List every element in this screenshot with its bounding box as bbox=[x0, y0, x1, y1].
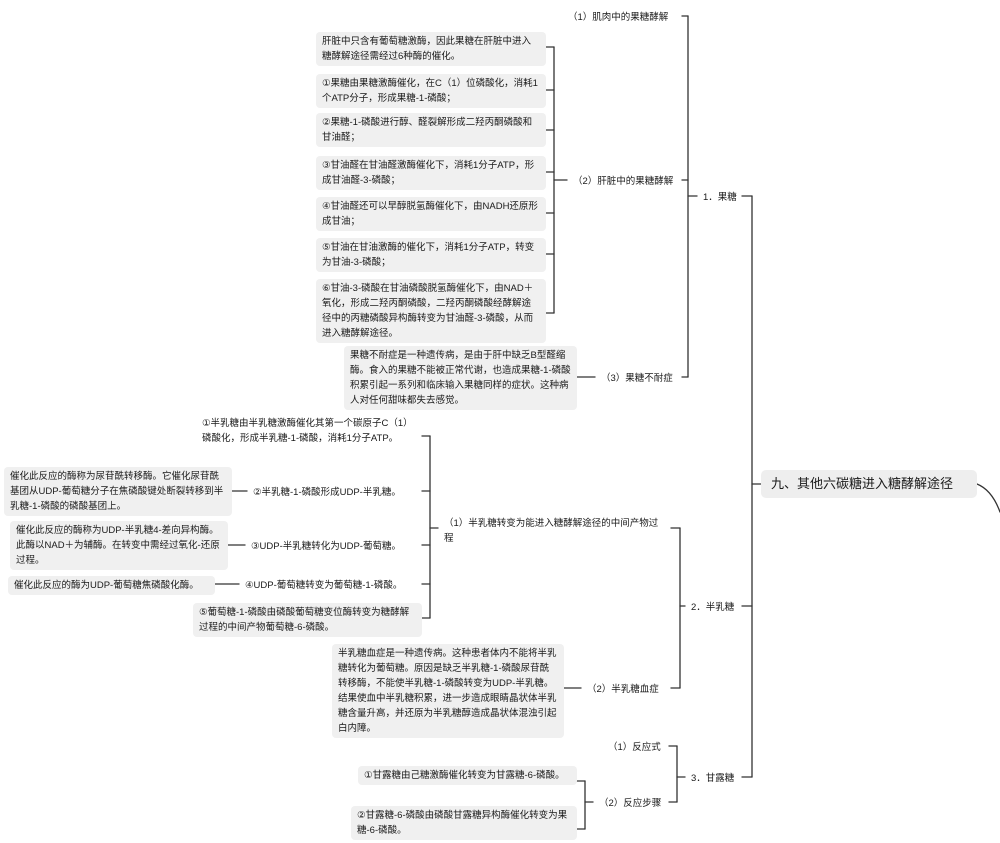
branch-galactose[interactable]: 2．半乳糖 bbox=[691, 602, 735, 613]
fructose-liver-glycolysis[interactable]: （2）肝脏中的果糖酵解 bbox=[573, 176, 674, 187]
liver-step-4[interactable]: ④甘油醛还可以早醇脱氢酶催化下，由NADH还原形成甘油； bbox=[316, 197, 546, 231]
root-topic[interactable]: 九、其他六碳糖进入糖酵解途径 bbox=[761, 470, 977, 498]
galactose-step-2[interactable]: ②半乳糖-1-磷酸形成UDP-半乳糖。 bbox=[253, 487, 401, 498]
galactose-step-3-note[interactable]: 催化此反应的酶称为UDP-半乳糖4-差向异构酶。此酶以NAD＋为辅酶。在转变中需… bbox=[10, 521, 228, 570]
galactose-step-5[interactable]: ⑤葡萄糖-1-磷酸由磷酸葡萄糖变位酶转变为糖酵解过程的中间产物葡萄糖-6-磷酸。 bbox=[193, 603, 422, 637]
branch-fructose[interactable]: 1．果糖 bbox=[703, 192, 737, 203]
galactosemia[interactable]: （2）半乳糖血症 bbox=[587, 684, 659, 695]
liver-step-3[interactable]: ③甘油醛在甘油醛激酶催化下，消耗1分子ATP，形成甘油醛-3-磷酸； bbox=[316, 156, 546, 190]
galactose-step-4[interactable]: ④UDP-葡萄糖转变为葡萄糖-1-磷酸。 bbox=[245, 580, 403, 591]
galactose-step-2-note[interactable]: 催化此反应的酶称为尿苷酰转移酶。它催化尿苷酰基团从UDP-葡萄糖分子在焦磷酸键处… bbox=[4, 467, 232, 516]
galactose-step-4-note[interactable]: 催化此反应的酶为UDP-葡萄糖焦磷酸化酶。 bbox=[8, 576, 215, 595]
fructose-intolerance-note[interactable]: 果糖不耐症是一种遗传病，是由于肝中缺乏B型醛缩酶。食入的果糖不能被正常代谢，也造… bbox=[344, 346, 577, 410]
liver-step-2[interactable]: ②果糖-1-磷酸进行醇、醛裂解形成二羟丙酮磷酸和甘油醛； bbox=[316, 113, 546, 147]
mannose-step-1[interactable]: ①甘露糖由己糖激酶催化转变为甘露糖-6-磷酸。 bbox=[358, 766, 577, 785]
liver-step-1[interactable]: ①果糖由果糖激酶催化，在C（1）位磷酸化，消耗1个ATP分子，形成果糖-1-磷酸… bbox=[316, 74, 546, 108]
galactosemia-note[interactable]: 半乳糖血症是一种遗传病。这种患者体内不能将半乳糖转化为葡萄糖。原因是缺乏半乳糖-… bbox=[332, 644, 564, 738]
branch-mannose[interactable]: 3．甘露糖 bbox=[691, 773, 735, 784]
fructose-intolerance[interactable]: （3）果糖不耐症 bbox=[601, 373, 673, 384]
liver-step-5[interactable]: ⑤甘油在甘油激酶的催化下，消耗1分子ATP，转变为甘油-3-磷酸； bbox=[316, 238, 546, 272]
galactose-conversion[interactable]: （1）半乳糖转变为能进入糖酵解途径的中间产物过程 bbox=[444, 518, 659, 544]
galactose-step-3[interactable]: ③UDP-半乳糖转化为UDP-葡萄糖。 bbox=[251, 541, 401, 552]
galactose-step-1[interactable]: ①半乳糖由半乳糖激酶催化其第一个碳原子C（1）磷酸化，形成半乳糖-1-磷酸，消耗… bbox=[202, 418, 413, 444]
liver-intro-note[interactable]: 肝脏中只含有葡萄糖激酶，因此果糖在肝脏中进入糖酵解途径需经过6种酶的催化。 bbox=[316, 32, 546, 66]
mannose-reaction[interactable]: （1）反应式 bbox=[608, 742, 661, 753]
mannose-steps[interactable]: （2）反应步骤 bbox=[599, 798, 662, 809]
mannose-step-2[interactable]: ②甘露糖-6-磷酸由磷酸甘露糖异构酶催化转变为果糖-6-磷酸。 bbox=[351, 806, 577, 840]
fructose-muscle-glycolysis[interactable]: （1）肌肉中的果糖酵解 bbox=[568, 12, 669, 23]
liver-step-6[interactable]: ⑥甘油-3-磷酸在甘油磷酸脱氢酶催化下，由NAD＋氧化，形成二羟丙酮磷酸，二羟丙… bbox=[316, 279, 546, 343]
